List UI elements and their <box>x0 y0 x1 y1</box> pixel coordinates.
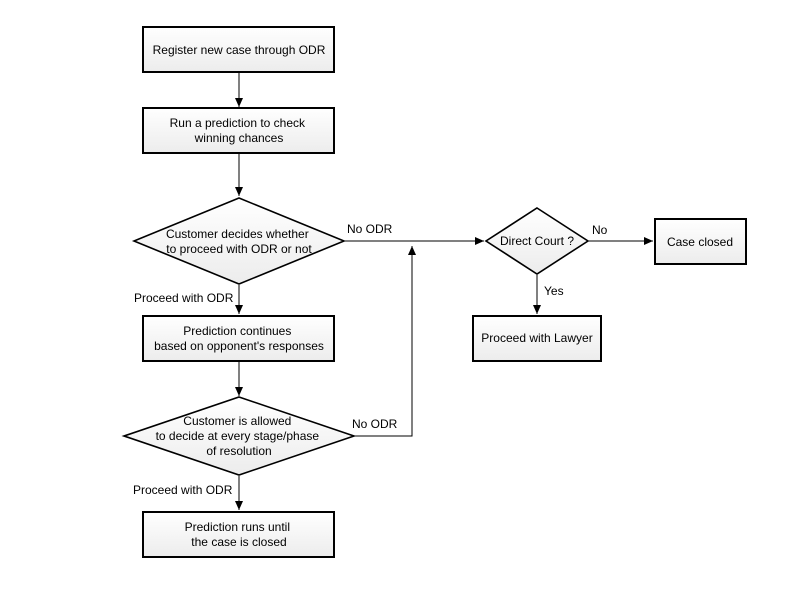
prediction-runs-text: Prediction runs until the case is closed <box>185 520 294 549</box>
edge-labels: No ODR No ODR Proceed with ODR Proceed w… <box>133 222 608 497</box>
court-no-label: No <box>592 223 608 237</box>
register-case-text: Register new case through ODR <box>153 43 326 57</box>
customer-allowed-diamond <box>121 396 357 476</box>
proceed-lawyer-text: Proceed with Lawyer <box>481 331 592 345</box>
proceed-odr-label-top: Proceed with ODR <box>134 291 234 305</box>
edge-allowed-no-odr-to-join <box>354 246 416 437</box>
no-odr-label-top: No ODR <box>347 222 393 236</box>
proceed-lawyer-box <box>472 315 602 362</box>
prediction-continues-text: Prediction continues based on opponent's… <box>154 324 324 353</box>
customer-decides-text: Customer decides whether to proceed with… <box>166 227 312 256</box>
edges <box>235 73 653 510</box>
no-odr-label-bottom: No ODR <box>352 417 398 431</box>
proceed-odr-label-bottom: Proceed with ODR <box>133 483 233 497</box>
case-closed-text: Case closed <box>667 235 733 249</box>
prediction-continues-box <box>142 315 335 362</box>
run-prediction-box <box>142 107 335 154</box>
case-closed-box <box>654 218 747 265</box>
customer-allowed-text: Customer is allowed to decide at every s… <box>156 414 323 458</box>
register-case-box <box>142 26 335 73</box>
direct-court-diamond <box>484 207 590 275</box>
court-yes-label: Yes <box>544 284 564 298</box>
run-prediction-text: Run a prediction to check winning chance… <box>170 116 309 145</box>
prediction-runs-box <box>142 511 335 558</box>
customer-decides-diamond <box>131 197 347 285</box>
nodes: Register new case through ODR Run a pred… <box>121 26 747 558</box>
direct-court-text: Direct Court ? <box>500 234 574 248</box>
